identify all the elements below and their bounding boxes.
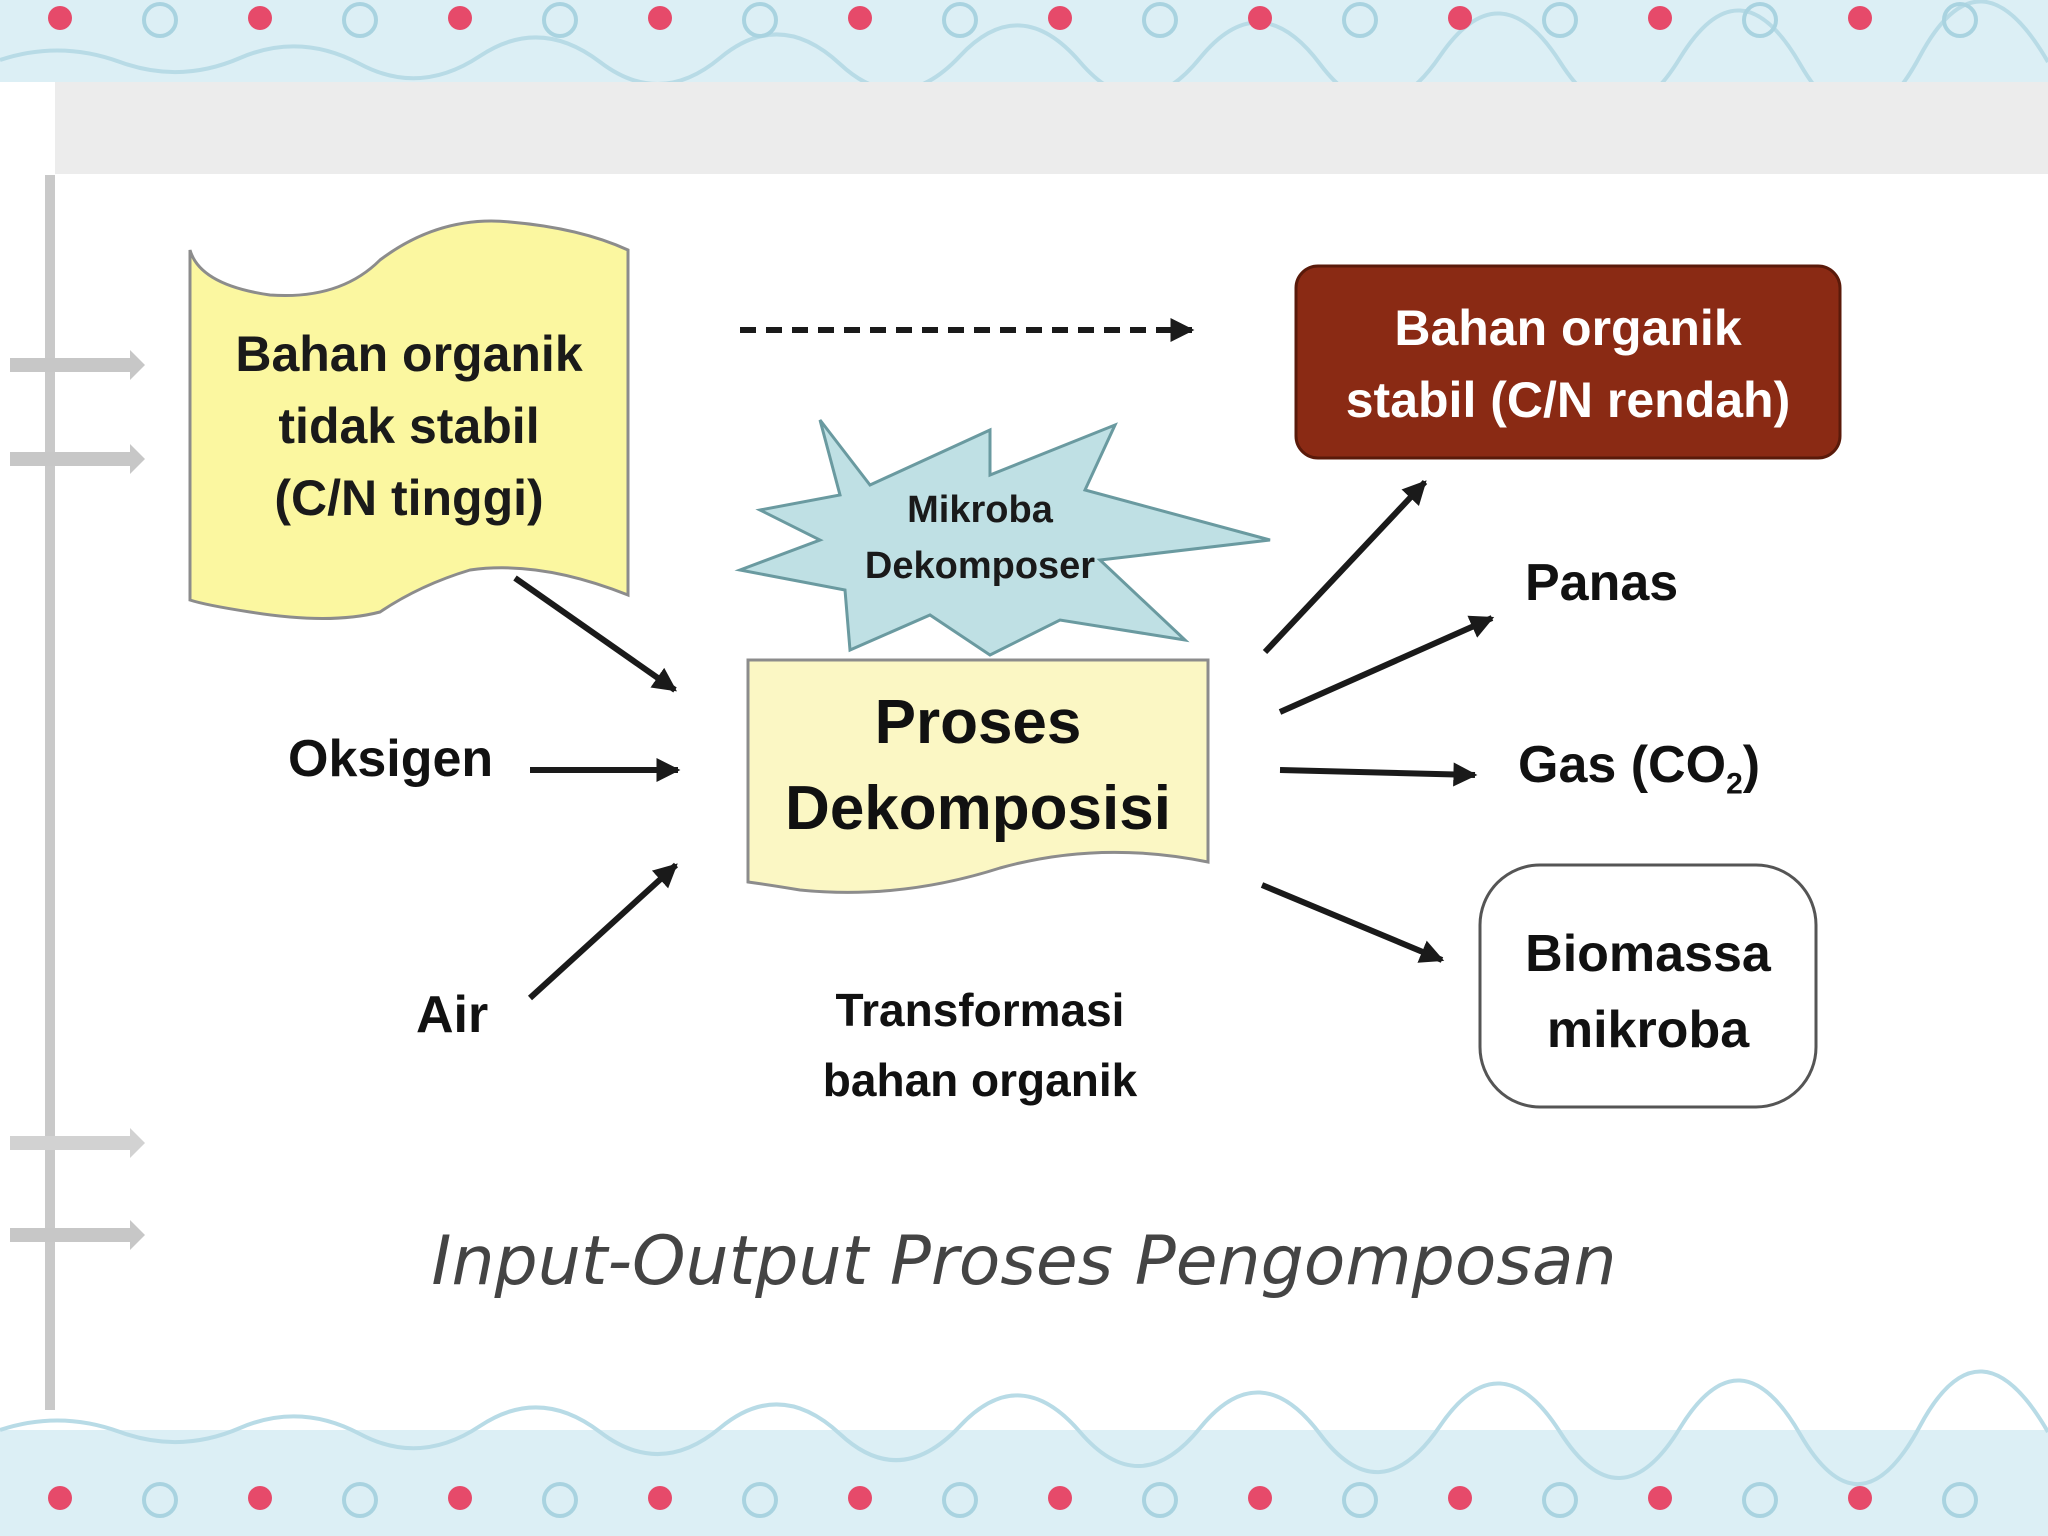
decor-dot <box>248 6 272 30</box>
process-label: Proses Dekomposisi <box>748 680 1208 852</box>
decor-dot <box>1048 6 1072 30</box>
water-label: Air <box>416 980 488 1050</box>
oxygen-label: Oksigen <box>288 724 493 794</box>
process-line1: Proses <box>748 680 1208 766</box>
decor-dot <box>1648 6 1672 30</box>
output-stable-line2: stabil (C/N rendah) <box>1296 364 1840 436</box>
output-stable-line1: Bahan organik <box>1296 292 1840 364</box>
binder-tab-3 <box>10 1128 145 1158</box>
decor-dot <box>1048 1486 1072 1510</box>
transformation-line2: bahan organik <box>760 1045 1200 1115</box>
gas-label: Gas (CO2) <box>1518 730 1760 819</box>
binder-tab-1 <box>10 350 145 380</box>
biomass-line1: Biomassa <box>1480 916 1816 992</box>
decor-dot <box>448 6 472 30</box>
binder-tab-2 <box>10 444 145 474</box>
transformation-label: Transformasi bahan organik <box>760 975 1200 1115</box>
decor-dot <box>248 1486 272 1510</box>
arrow-process-to-stable <box>1265 482 1425 652</box>
decor-dot <box>1848 1486 1872 1510</box>
gas-text: Gas (CO <box>1518 736 1726 794</box>
heat-label: Panas <box>1525 548 1678 618</box>
decor-dot <box>48 6 72 30</box>
arrow-water-to-process <box>530 865 676 998</box>
decor-dot <box>848 1486 872 1510</box>
decor-dot <box>848 6 872 30</box>
arrow-process-to-gas <box>1280 770 1475 775</box>
bottom-border-band <box>0 1430 2048 1536</box>
input-organic-line1: Bahan organik <box>190 318 628 390</box>
decor-dot <box>448 1486 472 1510</box>
microbe-line1: Mikroba <box>820 482 1140 538</box>
transformation-line1: Transformasi <box>760 975 1200 1045</box>
decor-dot <box>1648 1486 1672 1510</box>
diagram-caption: Input-Output Proses Pengomposan <box>0 1222 2048 1301</box>
arrow-organic-to-process <box>515 578 675 690</box>
arrow-process-to-heat <box>1280 618 1492 712</box>
gas-close: ) <box>1743 736 1760 794</box>
decor-dot <box>648 1486 672 1510</box>
gas-subscript: 2 <box>1726 767 1743 800</box>
microbe-line2: Dekomposer <box>820 538 1140 594</box>
decor-dot <box>1248 6 1272 30</box>
decor-dot <box>48 1486 72 1510</box>
input-organic-line2: tidak stabil <box>190 390 628 462</box>
output-stable-label: Bahan organik stabil (C/N rendah) <box>1296 292 1840 436</box>
decor-dot <box>1448 1486 1472 1510</box>
decor-dot <box>1448 6 1472 30</box>
biomass-label: Biomassa mikroba <box>1480 916 1816 1068</box>
input-organic-label: Bahan organik tidak stabil (C/N tinggi) <box>190 318 628 534</box>
arrow-process-to-biomass <box>1262 885 1442 960</box>
process-line2: Dekomposisi <box>748 766 1208 852</box>
header-strip <box>55 82 2048 174</box>
decor-dot <box>648 6 672 30</box>
microbe-label: Mikroba Dekomposer <box>820 482 1140 594</box>
input-organic-line3: (C/N tinggi) <box>190 462 628 534</box>
decor-dot <box>1248 1486 1272 1510</box>
decor-dot <box>1848 6 1872 30</box>
biomass-line2: mikroba <box>1480 992 1816 1068</box>
